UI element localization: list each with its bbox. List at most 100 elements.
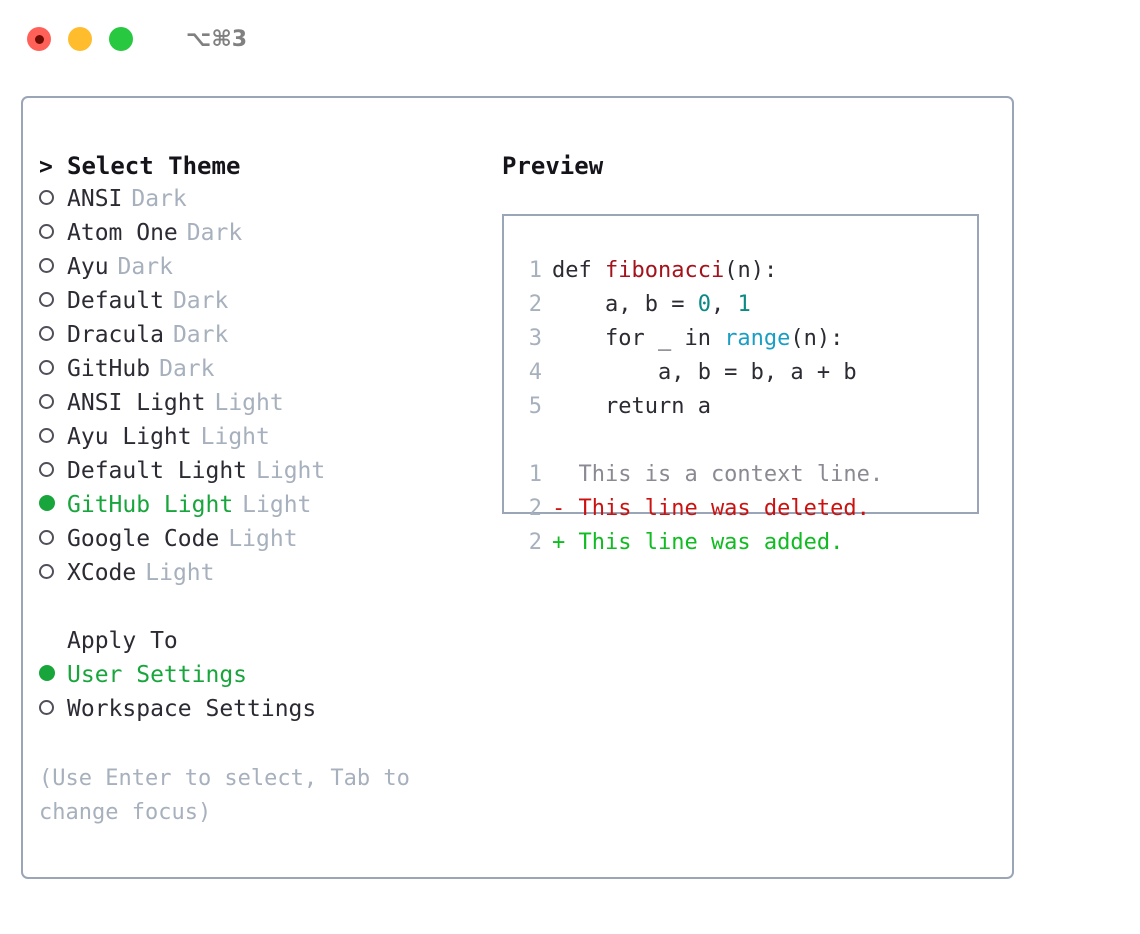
theme-list-item[interactable]: ANSI Dark — [39, 186, 499, 220]
preview-title: Preview — [502, 152, 604, 180]
diff-line-text: + This line was added. — [552, 530, 844, 555]
radio-bullet — [39, 665, 55, 681]
line-number: 2 — [528, 292, 542, 317]
code-token: def — [552, 258, 605, 283]
theme-kind-label: Dark — [117, 254, 173, 280]
maximize-button[interactable] — [109, 27, 133, 51]
radio-bullet — [39, 462, 54, 477]
theme-list-item[interactable]: GitHub Dark — [39, 356, 499, 390]
code-token: , — [710, 292, 738, 317]
code-line: 4 a, b = b, a + b — [504, 360, 977, 394]
code-token: range — [724, 326, 791, 351]
theme-name: GitHub — [67, 356, 151, 382]
radio-bullet — [39, 495, 55, 511]
radio-unselected-icon[interactable] — [39, 392, 67, 415]
line-number: 5 — [528, 394, 542, 419]
code-line-content: a, b = b, a + b — [552, 360, 857, 385]
theme-list-header: > Select Theme — [39, 152, 499, 186]
panel-title: Select Theme — [67, 152, 241, 180]
diff-line-text: - This line was deleted. — [552, 496, 870, 521]
apply-to-option-label: Workspace Settings — [67, 696, 317, 722]
theme-kind-label: Dark — [159, 356, 215, 382]
code-token: fibonacci — [604, 258, 725, 283]
theme-name: ANSI — [67, 186, 123, 212]
radio-unselected-icon[interactable] — [39, 290, 67, 313]
radio-unselected-icon[interactable] — [39, 256, 67, 279]
theme-kind-label: Dark — [131, 186, 187, 212]
theme-name: Atom One — [67, 220, 178, 246]
code-token: a, b = b, a + b — [552, 360, 857, 385]
theme-name: ANSI Light — [67, 390, 206, 416]
radio-unselected-icon[interactable] — [39, 222, 67, 245]
theme-kind-label: Dark — [186, 220, 243, 246]
keyboard-hint: (Use Enter to select, Tab to change focu… — [39, 766, 410, 825]
line-number: 4 — [528, 360, 542, 385]
code-token: return a — [552, 394, 711, 419]
radio-unselected-icon[interactable] — [39, 358, 67, 381]
radio-bullet — [39, 190, 54, 205]
apply-to-heading-row: Apply To — [39, 628, 499, 662]
code-blank-line — [504, 428, 977, 462]
radio-unselected-icon[interactable] — [39, 188, 67, 211]
radio-unselected-icon[interactable] — [39, 460, 67, 483]
theme-name: GitHub Light — [67, 492, 234, 518]
theme-name: Google Code — [67, 526, 220, 552]
minimize-button[interactable] — [68, 27, 92, 51]
theme-name: Ayu Light — [67, 424, 192, 450]
apply-to-heading: Apply To — [67, 628, 178, 654]
apply-to-option-label: User Settings — [67, 662, 248, 688]
theme-kind-label: Light — [214, 390, 284, 416]
theme-name: Dracula — [67, 322, 164, 348]
radio-unselected-icon[interactable] — [39, 324, 67, 347]
theme-kind-label: Dark — [172, 288, 229, 314]
code-line-content: a, b = 0, 1 — [552, 292, 751, 317]
theme-list-item[interactable]: GitHub Light Light — [39, 492, 499, 526]
code-token: a, b = — [552, 292, 698, 317]
close-button[interactable] — [27, 27, 51, 51]
theme-kind-label: Light — [228, 526, 298, 552]
diff-line: 2 + This line was added. — [504, 530, 977, 564]
code-line-content: for _ in range(n): — [552, 326, 843, 351]
radio-unselected-icon[interactable] — [39, 528, 67, 551]
diff-line: 1 This is a context line. — [504, 462, 977, 496]
radio-bullet — [39, 394, 54, 409]
code-line: 5 return a — [504, 394, 977, 428]
radio-unselected-icon[interactable] — [39, 426, 67, 449]
code-line-content: def fibonacci(n): — [552, 258, 777, 283]
apply-to-option[interactable]: User Settings — [39, 662, 499, 696]
keyboard-shortcut-label: ⌥⌘3 — [186, 26, 248, 52]
apply-to-option[interactable]: Workspace Settings — [39, 696, 499, 730]
radio-bullet — [39, 224, 54, 239]
radio-unselected-icon[interactable] — [39, 562, 67, 585]
code-token: (n): — [790, 326, 844, 351]
theme-list-item[interactable]: Google Code Light — [39, 526, 499, 560]
code-token: 0 — [697, 292, 711, 317]
theme-list-item[interactable]: ANSI Light Light — [39, 390, 499, 424]
radio-selected-icon[interactable] — [39, 664, 67, 687]
code-line: 2 a, b = 0, 1 — [504, 292, 977, 326]
code-line-content: return a — [552, 394, 711, 419]
theme-list-item[interactable]: Atom One Dark — [39, 220, 499, 254]
line-number: 2 — [528, 530, 542, 555]
code-token: 1 — [737, 292, 751, 317]
radio-bullet — [39, 700, 54, 715]
radio-selected-icon[interactable] — [39, 494, 67, 517]
line-number: 1 — [528, 258, 542, 283]
code-line: 1 def fibonacci(n): — [504, 258, 977, 292]
code-line: 3 for _ in range(n): — [504, 326, 977, 360]
theme-kind-label: Light — [242, 492, 312, 518]
list-spacer — [39, 594, 499, 628]
radio-unselected-icon[interactable] — [39, 698, 67, 721]
radio-bullet — [39, 360, 54, 375]
radio-bullet — [39, 292, 54, 307]
